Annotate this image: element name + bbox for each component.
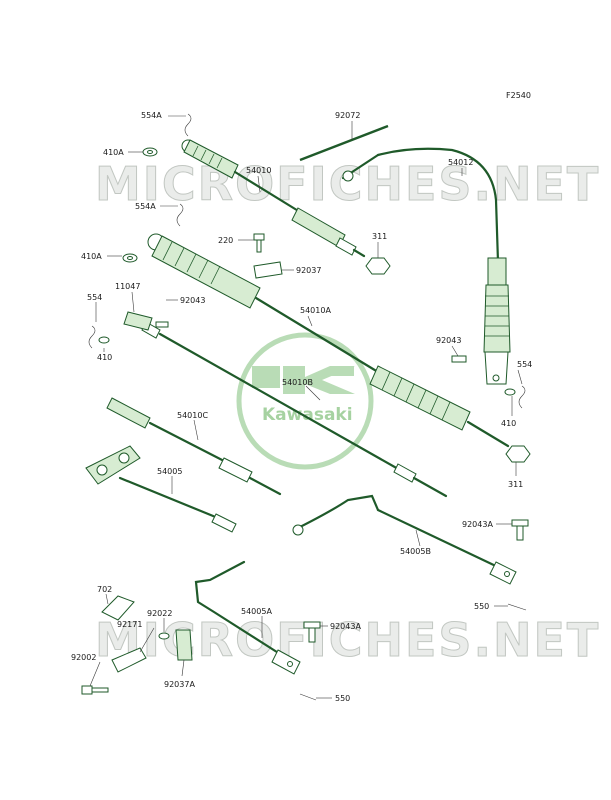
label-92072: 92072 xyxy=(335,111,360,120)
label-54012: 54012 xyxy=(448,158,473,167)
label-92037A: 92037A xyxy=(164,680,195,689)
label-554-right: 554 xyxy=(517,360,532,369)
cable-54010B xyxy=(141,321,448,498)
label-220: 220 xyxy=(218,236,233,245)
label-410-right: 410 xyxy=(501,419,516,428)
label-554A-mid: 554A xyxy=(135,202,156,211)
kawasaki-logo-watermark: Kawasaki xyxy=(236,332,374,470)
label-410A-mid: 410A xyxy=(81,252,102,261)
label-92037: 92037 xyxy=(296,266,321,275)
cable-54010 xyxy=(181,139,366,258)
label-92043A-right: 92043A xyxy=(462,520,493,529)
label-554-left: 554 xyxy=(87,293,102,302)
label-11047: 11047 xyxy=(115,282,140,291)
watermark-top: MICROFICHES.NET xyxy=(95,157,600,211)
cable-54005A xyxy=(194,560,301,675)
label-54010B: 54010B xyxy=(282,378,313,387)
figure-code: F2540 xyxy=(506,91,531,100)
label-92002: 92002 xyxy=(71,653,96,662)
label-554A-top: 554A xyxy=(141,111,162,120)
label-92043-left: 92043 xyxy=(180,296,205,305)
cable-54005B xyxy=(292,494,517,585)
label-311-top: 311 xyxy=(372,232,387,241)
leader-lines xyxy=(89,115,523,699)
label-410-left: 410 xyxy=(97,353,112,362)
cable-54005 xyxy=(85,445,237,533)
small-parts xyxy=(81,113,531,701)
label-92043-right: 92043 xyxy=(436,336,461,345)
label-54010A: 54010A xyxy=(300,306,331,315)
label-410A-top: 410A xyxy=(103,148,124,157)
part-labels: 554A 410A 554A 54010 92072 54012 220 920… xyxy=(71,111,532,703)
cable-54012 xyxy=(299,124,511,385)
label-311-bottom: 311 xyxy=(508,480,523,489)
cable-54010A xyxy=(147,233,510,448)
label-550-bottom: 550 xyxy=(335,694,350,703)
kawasaki-logo-text: Kawasaki xyxy=(262,405,353,425)
label-702: 702 xyxy=(97,585,112,594)
label-54005A: 54005A xyxy=(241,607,272,616)
label-54005: 54005 xyxy=(157,467,182,476)
label-92171: 92171 xyxy=(117,620,142,629)
label-92022: 92022 xyxy=(147,609,172,618)
label-54005B: 54005B xyxy=(400,547,431,556)
label-54010C: 54010C xyxy=(177,411,208,420)
label-550-right: 550 xyxy=(474,602,489,611)
label-92043A-bottom: 92043A xyxy=(330,622,361,631)
cable-54010C xyxy=(106,397,282,496)
label-54010: 54010 xyxy=(246,166,271,175)
